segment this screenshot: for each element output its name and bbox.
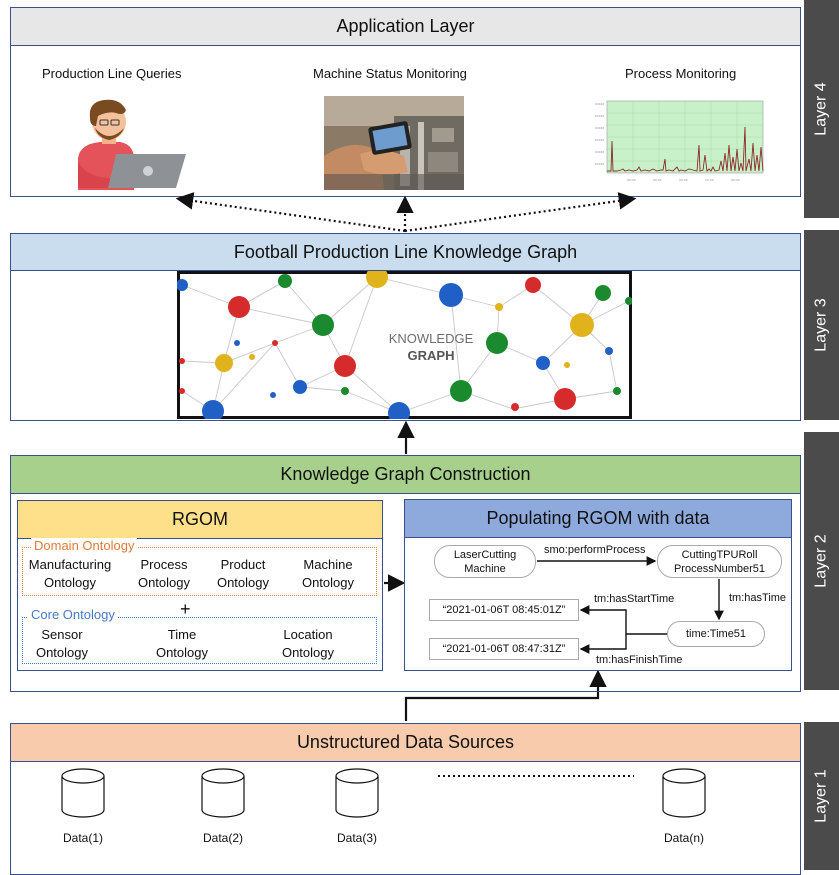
svg-text:xxxxx: xxxxx	[595, 102, 605, 106]
rgom-title: RGOM	[172, 509, 228, 529]
layer-3-label: Layer 3	[812, 298, 830, 352]
svg-text:xx:xx: xx:xx	[679, 178, 688, 182]
domain-ontology-group	[22, 547, 377, 596]
time-series-chart-icon: xxxxx xxxxx xxxxx xxxxx xxxxx xxxxx xx:xx xx:…	[593, 97, 767, 190]
data-sources-header: Unstructured Data Sources	[11, 724, 800, 762]
knowledge-graph-title: Football Production Line Knowledge Graph	[233, 241, 578, 262]
person-laptop-icon	[78, 99, 186, 190]
svg-text:xxxxx: xxxxx	[595, 126, 605, 130]
application-layer-title: Application Layer	[336, 16, 475, 36]
knowledge-graph-panel	[10, 233, 801, 421]
populating-rgom-title: Populating RGOM with data	[486, 508, 710, 528]
kg-image-text-1: KNOWLEDGE	[389, 331, 474, 346]
knowledge-graph-image: KNOWLEDGE GRAPH	[177, 271, 632, 419]
svg-text:xx:xx: xx:xx	[705, 178, 714, 182]
layer-4-tab: Layer 4	[804, 0, 839, 218]
svg-text:xx:xx: xx:xx	[653, 178, 662, 182]
graph-nodes	[177, 271, 632, 419]
machine-status-monitoring-label: Machine Status Monitoring	[313, 66, 467, 81]
svg-text:xx:xx: xx:xx	[627, 178, 636, 182]
populating-rgom-header: Populating RGOM with data	[405, 500, 791, 538]
database-icon	[335, 776, 379, 818]
domain-ontology-label: Domain Ontology	[31, 538, 138, 553]
finish-time-literal: “2021-01-06T 08:47:31Z”	[429, 638, 579, 660]
application-layer-header: Application Layer	[11, 8, 800, 46]
data-n-label: Data(n)	[663, 831, 704, 845]
has-start-time-edge-label: tm:hasStartTime	[594, 593, 675, 605]
data-3-label: Data(3)	[336, 831, 377, 845]
knowledge-graph-header: Football Production Line Knowledge Graph	[11, 234, 800, 271]
svg-text:xxxxx: xxxxx	[595, 138, 605, 142]
time-node: time:Time51	[667, 621, 765, 647]
has-time-edge-label: tm:hasTime	[729, 592, 787, 604]
core-ontology-label: Core Ontology	[28, 607, 118, 622]
svg-text:xxxxx: xxxxx	[595, 114, 605, 118]
data-sources-title: Unstructured Data Sources	[296, 732, 515, 752]
populating-rgom-panel	[404, 499, 792, 671]
layer-3-tab: Layer 3	[804, 230, 839, 420]
layer-2-label: Layer 2	[812, 534, 830, 588]
data-2-label: Data(2)	[202, 831, 243, 845]
database-icon	[61, 776, 105, 818]
tablet-factory-photo	[324, 96, 464, 190]
plus-sign: +	[180, 599, 191, 619]
database-icon	[662, 776, 706, 818]
svg-text:xxxxx: xxxxx	[595, 162, 605, 166]
has-finish-time-edge-label: tm:hasFinishTime	[596, 654, 683, 666]
production-line-queries-label: Production Line Queries	[42, 66, 182, 81]
process-monitoring-label: Process Monitoring	[625, 66, 737, 81]
svg-text:xxxxx: xxxxx	[595, 150, 605, 154]
rgom-panel	[17, 500, 383, 671]
layer-2-tab: Layer 2	[804, 432, 839, 690]
start-time-literal: “2021-01-06T 08:45:01Z”	[429, 599, 579, 621]
core-ontology-group	[22, 617, 377, 664]
layer-1-tab: Layer 1	[804, 722, 839, 870]
database-icon	[201, 776, 245, 818]
kg-image-text-2: GRAPH	[408, 348, 455, 363]
layer-4-label: Layer 4	[812, 82, 830, 136]
data-1-label: Data(1)	[62, 831, 103, 845]
kg-construction-title: Knowledge Graph Construction	[280, 464, 531, 484]
data-source-cylinders	[61, 768, 706, 818]
rgom-header: RGOM	[18, 501, 382, 539]
perform-process-edge-label: smo:performProcess	[544, 544, 646, 556]
kg-construction-header: Knowledge Graph Construction	[11, 456, 800, 494]
svg-text:xx:xx: xx:xx	[731, 178, 740, 182]
kg-construction-panel	[10, 455, 801, 692]
